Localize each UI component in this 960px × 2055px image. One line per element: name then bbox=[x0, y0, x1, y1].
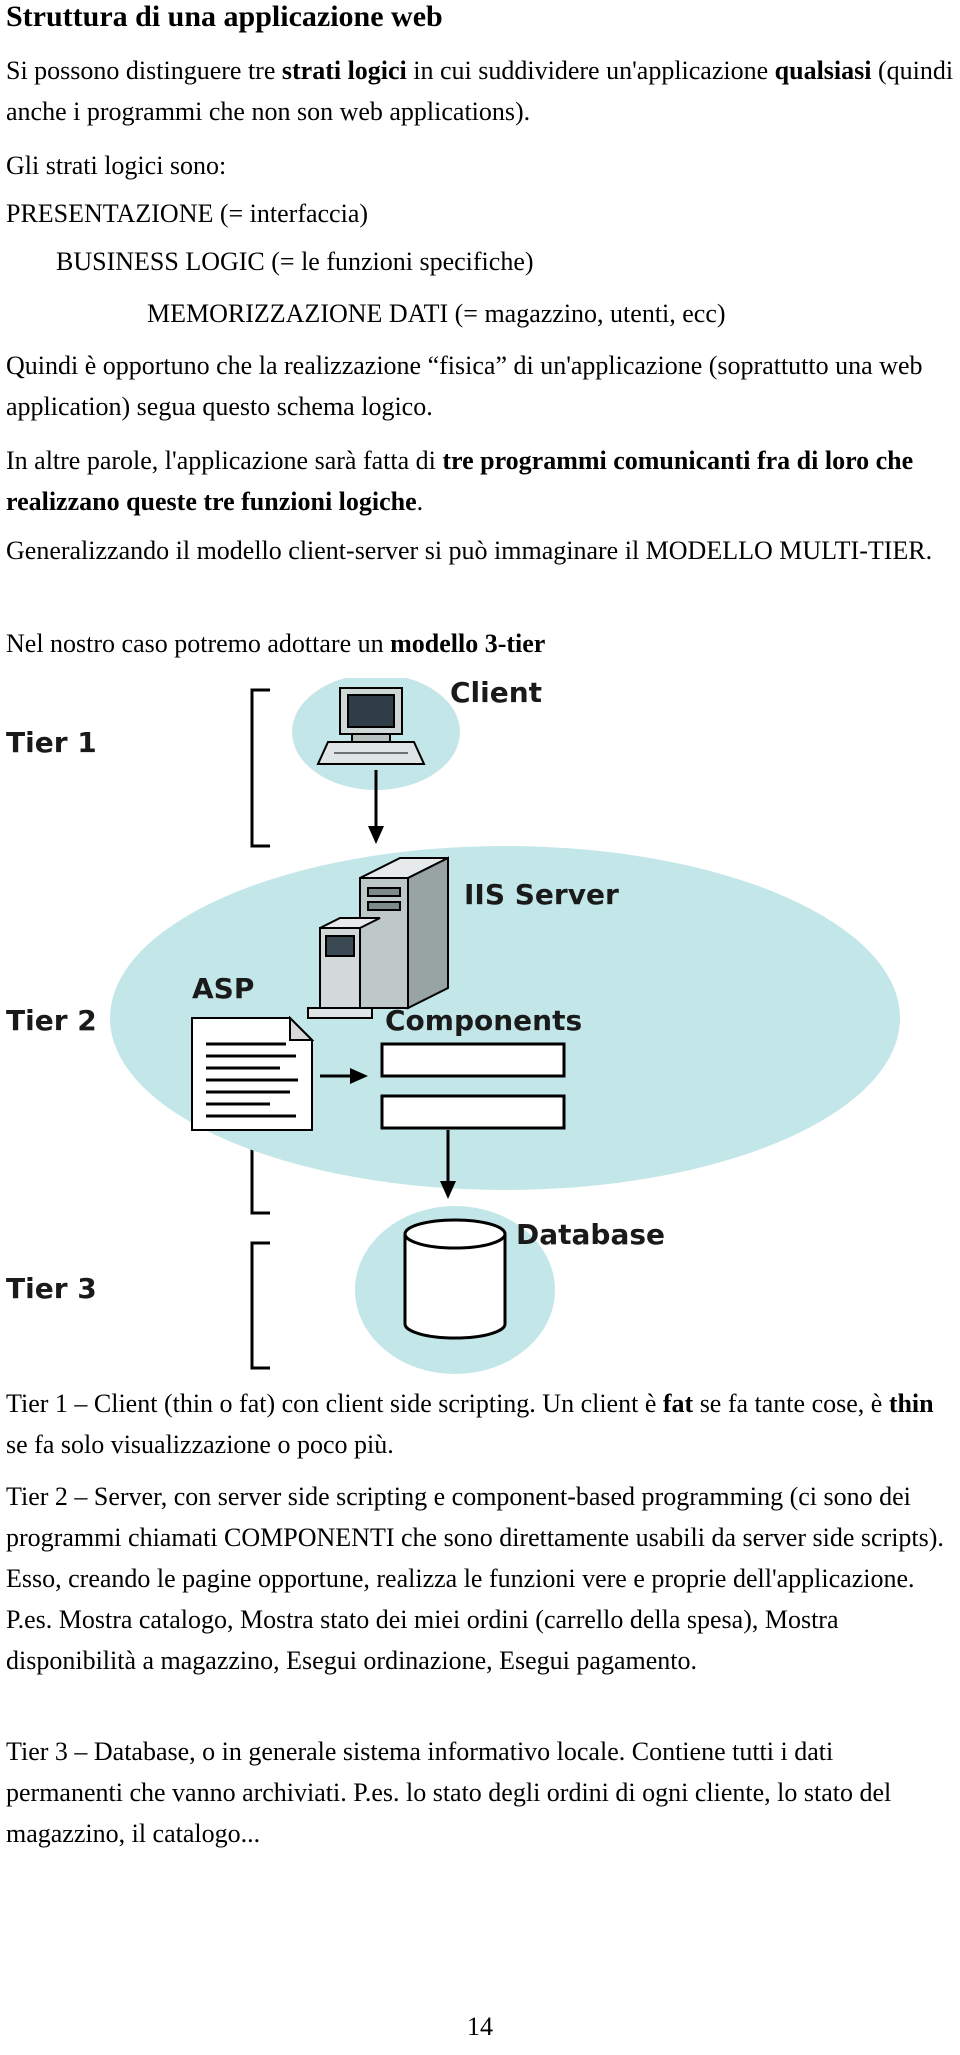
tier1-description: Tier 1 – Client (thin o fat) con client … bbox=[6, 1383, 954, 1465]
client-label: Client bbox=[450, 678, 542, 709]
tier2-description: Tier 2 – Server, con server side scripti… bbox=[6, 1482, 944, 1675]
tier1-bracket bbox=[250, 688, 270, 848]
quindi-paragraph: Quindi è opportuno che la realizzazione … bbox=[6, 351, 923, 421]
components-label: Components bbox=[385, 1004, 582, 1037]
altre-parole-paragraph: In altre parole, l'applicazione sarà fat… bbox=[6, 440, 954, 522]
intro-text-a: Si possono distinguere tre bbox=[6, 56, 282, 85]
component-box-2 bbox=[380, 1094, 566, 1130]
nostro-bold: modello 3-tier bbox=[390, 629, 546, 658]
database-cylinder-icon bbox=[403, 1218, 507, 1340]
tier1-text-a: Tier 1 – Client (thin o fat) con client … bbox=[6, 1389, 663, 1418]
intro-bold-strati: strati logici bbox=[281, 56, 407, 85]
altre-text-c: . bbox=[416, 487, 424, 516]
generalizzando-paragraph: Generalizzando il modello client-server … bbox=[6, 536, 933, 565]
arrow-asp-to-components bbox=[320, 1068, 368, 1084]
component-box-1 bbox=[380, 1042, 566, 1078]
tier3-bracket bbox=[250, 1241, 270, 1370]
tier1-bold-thin: thin bbox=[888, 1389, 934, 1418]
altre-bold: tre programmi comunicanti fra di loro ch… bbox=[6, 446, 914, 516]
three-tier-diagram: Tier 1 Tier 2 Tier 3 Client bbox=[6, 678, 900, 1374]
arrow-client-to-server bbox=[368, 770, 384, 844]
asp-label: ASP bbox=[192, 972, 254, 1005]
arrow-components-to-database bbox=[440, 1130, 456, 1199]
tier2-label: Tier 2 bbox=[6, 1004, 97, 1037]
database-label: Database bbox=[516, 1218, 665, 1251]
iis-server-label: IIS Server bbox=[464, 878, 619, 911]
tier1-bold-fat: fat bbox=[662, 1389, 694, 1418]
tier3-description: Tier 3 – Database, o in generale sistema… bbox=[6, 1737, 892, 1848]
intro-text-c: in cui suddividere un'applicazione bbox=[406, 56, 775, 85]
layers-heading: Gli strati logici sono: bbox=[6, 151, 227, 180]
layer-business-logic: BUSINESS LOGIC (= le funzioni specifiche… bbox=[56, 247, 534, 276]
tier1-text-e: se fa solo visualizzazione o poco più. bbox=[6, 1430, 394, 1459]
layer-presentazione: PRESENTAZIONE (= interfaccia) bbox=[6, 199, 369, 228]
asp-document-icon bbox=[191, 1015, 315, 1131]
page-number: 14 bbox=[467, 2012, 493, 2041]
intro-bold-qualsiasi: qualsiasi bbox=[774, 56, 872, 85]
layer-memorizzazione: MEMORIZZAZIONE DATI (= magazzino, utenti… bbox=[147, 299, 726, 328]
tier3-label: Tier 3 bbox=[6, 1272, 97, 1305]
server-icon bbox=[307, 856, 449, 1019]
tier1-label: Tier 1 bbox=[6, 726, 97, 759]
tier1-text-c: se fa tante cose, è bbox=[693, 1389, 889, 1418]
intro-text-e: (quindi anche i programmi che non son we… bbox=[6, 56, 954, 126]
computer-icon bbox=[316, 687, 426, 765]
altre-text-a: In altre parole, l'applicazione sarà fat… bbox=[6, 446, 443, 475]
intro-paragraph: Si possono distinguere tre strati logici… bbox=[6, 50, 954, 132]
page-title: Struttura di una applicazione web bbox=[6, 0, 443, 33]
nostro-text-a: Nel nostro caso potremo adottare un bbox=[6, 629, 391, 658]
nostro-caso-paragraph: Nel nostro caso potremo adottare un mode… bbox=[6, 623, 954, 664]
